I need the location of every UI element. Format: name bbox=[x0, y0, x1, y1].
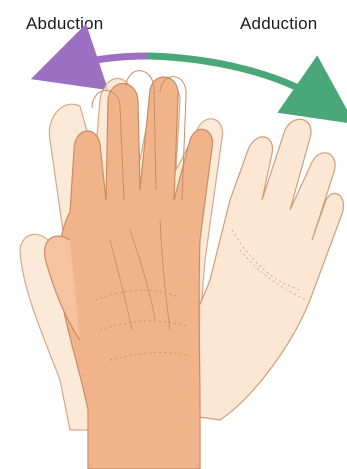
curved-arrow-left-icon bbox=[64, 56, 148, 68]
